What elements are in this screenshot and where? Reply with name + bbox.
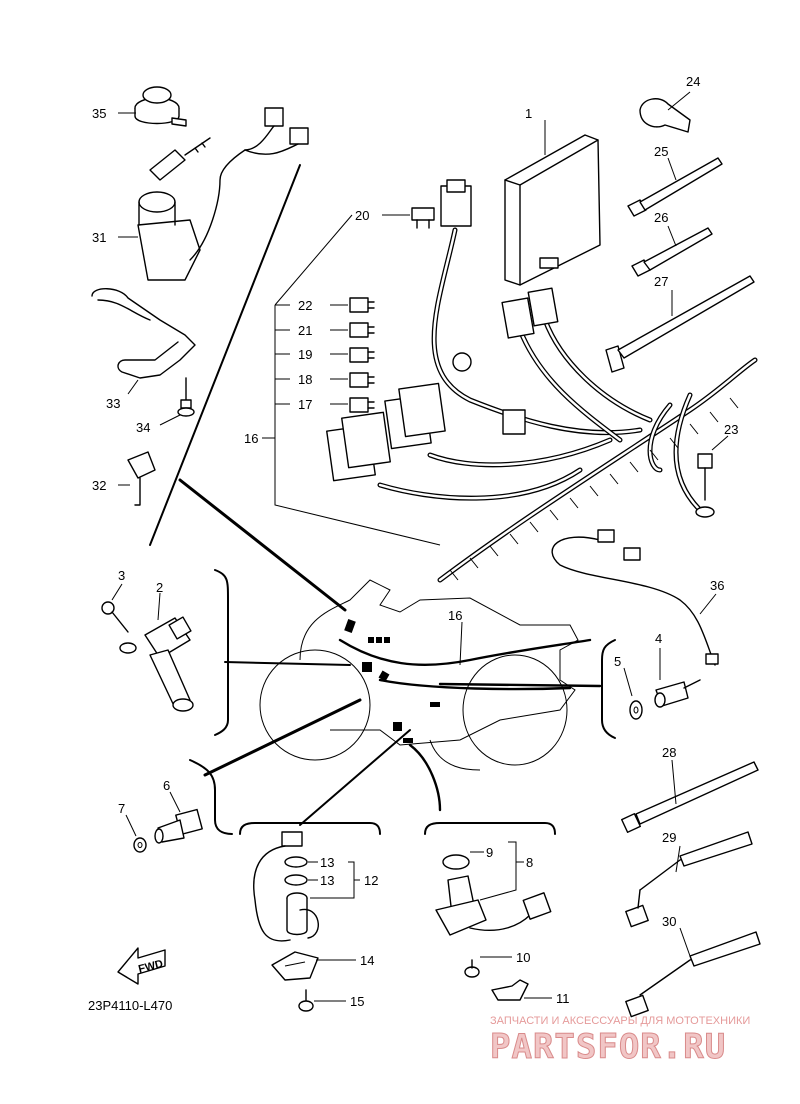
- watermark-subtitle: ЗАПЧАСТИ И АКСЕССУАРЫ ДЛЯ МОТОТЕХНИКИ: [490, 1015, 750, 1027]
- callout-1: 1: [525, 106, 532, 121]
- o-ring-13b-part[interactable]: [284, 874, 308, 886]
- callout-20: 20: [355, 208, 369, 223]
- vehicle-outline: [259, 579, 579, 771]
- fwd-direction-arrow: FWD: [117, 947, 166, 985]
- callout-13-b: 13: [320, 873, 334, 888]
- bolt-3-part[interactable]: [101, 601, 137, 654]
- callout-17: 17: [298, 397, 312, 412]
- callout-3: 3: [118, 568, 125, 583]
- buzzer-part[interactable]: [134, 86, 187, 127]
- bracket-33-part[interactable]: [91, 288, 196, 379]
- callout-10: 10: [516, 950, 530, 965]
- callout-2: 2: [156, 580, 163, 595]
- washer-5-part[interactable]: [629, 700, 643, 720]
- o-ring-13a-part[interactable]: [284, 856, 308, 868]
- o-ring-9-part[interactable]: [442, 854, 470, 870]
- callout-18: 18: [298, 372, 312, 387]
- key-part[interactable]: [127, 451, 156, 506]
- callout-14: 14: [360, 953, 374, 968]
- callout-7: 7: [118, 801, 125, 816]
- clamp-24-part[interactable]: [639, 98, 691, 133]
- callout-26: 26: [654, 210, 668, 225]
- callout-15: 15: [350, 994, 364, 1009]
- main-switch-part[interactable]: [137, 107, 309, 281]
- fwd-label: FWD: [137, 958, 164, 976]
- cable-tie-26-part[interactable]: [631, 227, 713, 277]
- callout-8: 8: [526, 855, 533, 870]
- callout-22: 22: [298, 298, 312, 313]
- callout-21: 21: [298, 323, 312, 338]
- cable-tie-27-part[interactable]: [605, 275, 755, 373]
- harness-route-on-vehicle: [338, 618, 592, 743]
- callout-24: 24: [686, 74, 700, 89]
- ground-terminal-23-part[interactable]: [695, 453, 715, 518]
- bolt-34-part[interactable]: [177, 377, 195, 417]
- watermark-brand: PARTSFOR.RU: [490, 1027, 726, 1067]
- callout-5: 5: [614, 654, 621, 669]
- bolt-15-part[interactable]: [298, 989, 314, 1012]
- diagram-code: 23P4110-L470: [88, 998, 172, 1013]
- callout-33: 33: [106, 396, 120, 411]
- callout-12: 12: [364, 873, 378, 888]
- switch-6-part[interactable]: [154, 808, 203, 844]
- callout-9: 9: [486, 845, 493, 860]
- relay-connectors-part[interactable]: [349, 297, 375, 413]
- callout-23: 23: [724, 422, 738, 437]
- cable-tie-30-part[interactable]: [625, 931, 761, 1018]
- sensor-8-part[interactable]: [435, 875, 552, 936]
- cable-tie-28-part[interactable]: [620, 761, 759, 834]
- bolt-10-part[interactable]: [464, 959, 480, 978]
- callout-35: 35: [92, 106, 106, 121]
- callout-16-upper: 16: [244, 431, 258, 446]
- callout-36: 36: [710, 578, 724, 593]
- lead-wire-36-part[interactable]: [551, 529, 719, 666]
- ecu-unit-part[interactable]: [504, 134, 601, 286]
- callout-30: 30: [662, 914, 676, 929]
- cable-tie-25-part[interactable]: [627, 157, 723, 217]
- callout-13-a: 13: [320, 855, 334, 870]
- callout-28: 28: [662, 745, 676, 760]
- sensor-4-part[interactable]: [654, 679, 701, 708]
- cable-tie-29-part[interactable]: [625, 831, 753, 928]
- callout-27: 27: [654, 274, 668, 289]
- callout-6: 6: [163, 778, 170, 793]
- callout-32: 32: [92, 478, 106, 493]
- callout-25: 25: [654, 144, 668, 159]
- fuse-part[interactable]: [411, 207, 435, 229]
- callout-11: 11: [556, 991, 570, 1006]
- callout-16-lower: 16: [448, 608, 462, 623]
- callout-31: 31: [92, 230, 106, 245]
- callout-29: 29: [662, 830, 676, 845]
- clamp-11-part[interactable]: [491, 979, 529, 1001]
- ignition-coil-part[interactable]: [144, 616, 194, 712]
- callout-19: 19: [298, 347, 312, 362]
- bracket-14-part[interactable]: [271, 951, 319, 981]
- speed-sensor-12-part[interactable]: [253, 831, 319, 942]
- callout-4: 4: [655, 631, 662, 646]
- wire-harness-part[interactable]: [326, 179, 758, 583]
- washer-7-part[interactable]: [133, 837, 147, 853]
- callout-34: 34: [136, 420, 150, 435]
